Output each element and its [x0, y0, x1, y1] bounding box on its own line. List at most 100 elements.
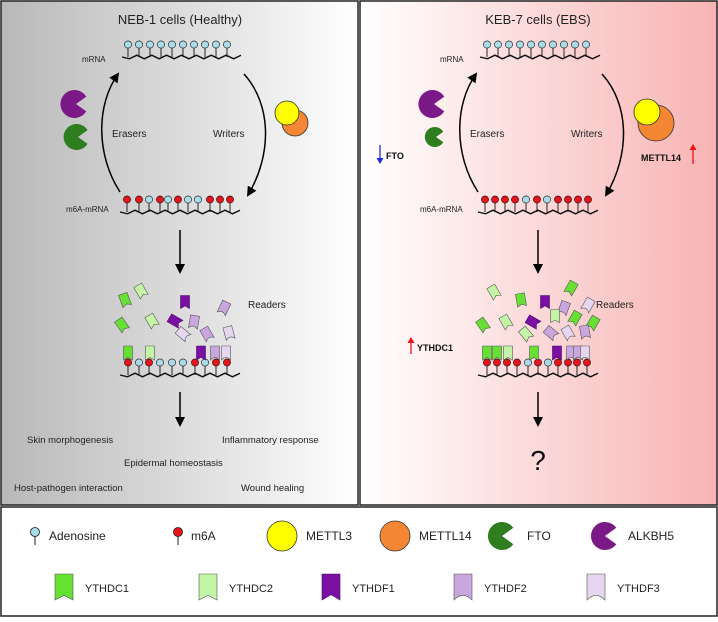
adenosine-icon: [168, 40, 176, 49]
ythdc1-icon: [482, 345, 492, 361]
adenosine-icon: [494, 40, 502, 49]
right-readers-scatter: [475, 279, 601, 343]
m6a-icon: [145, 358, 153, 367]
legend-label-fto: FTO: [527, 529, 551, 543]
adenosine-icon: [179, 358, 187, 367]
ythdf3-icon: [221, 345, 231, 361]
ythdc1-icon: [475, 316, 491, 334]
adenosine-icon: [212, 40, 220, 49]
adenosine-icon: [156, 358, 164, 367]
m6a-icon: [533, 195, 541, 204]
legend-label-ythdf3: YTHDF3: [617, 583, 660, 595]
ythdc2-icon: [144, 312, 160, 330]
ythdc1-icon: [567, 309, 583, 327]
legend-label-m6a: m6A: [191, 529, 216, 543]
m6a-icon: [574, 195, 582, 204]
m6a-icon: [483, 358, 491, 367]
adenosine-icon: [522, 195, 530, 204]
outcome-epidermal-homeostasis: Epidermal homeostasis: [124, 458, 223, 469]
outcome-skin-morphogenesis: Skin morphogenesis: [27, 435, 113, 446]
m6a-icon: [501, 195, 509, 204]
legend-label-adenosine: Adenosine: [49, 529, 106, 543]
right-m6a-strand: [477, 195, 599, 215]
ythdc1-icon: [492, 345, 502, 361]
ythdf2-icon: [199, 325, 215, 343]
m6a-icon: [554, 195, 562, 204]
left-readers-scatter: [114, 282, 236, 343]
m6a-icon: [216, 195, 224, 204]
ythdf1-icon: [321, 573, 341, 601]
rna-backbone: [119, 209, 241, 215]
right-fto-icon: [424, 127, 444, 148]
m6a-icon: [511, 195, 519, 204]
ythdc1-icon: [529, 345, 539, 361]
ythdc2-icon: [198, 573, 218, 601]
left-mettl3-icon: [274, 100, 300, 126]
ythdc2-icon: [498, 313, 514, 331]
adenosine-icon: [179, 40, 187, 49]
adenosine-icon: [483, 40, 491, 49]
adenosine-icon: [190, 40, 198, 49]
ythdc1-up-arrow-icon: [407, 337, 415, 354]
m6a-icon: [206, 195, 214, 204]
left-mrna-label: mRNA: [82, 55, 106, 64]
adenosine-icon: [571, 40, 579, 49]
right-reader-strand: [477, 345, 599, 378]
mettl3-icon: [266, 520, 298, 552]
right-erasers-label: Erasers: [470, 129, 504, 140]
ythdf2-icon: [542, 324, 560, 342]
ythdf3-icon: [560, 324, 576, 342]
adenosine-icon: [194, 195, 202, 204]
legend-label-ythdf1: YTHDF1: [352, 583, 395, 595]
ythdf1-icon: [180, 295, 190, 310]
left-m6a-strand: [119, 195, 241, 215]
m6a-icon: [564, 358, 572, 367]
m6a-icon: [513, 358, 521, 367]
right-m6a-mrna-group: m6A-mRNA: [420, 195, 599, 215]
left-writers-label: Writers: [213, 129, 244, 140]
right-panel-title: KEB-7 cells (EBS): [485, 12, 590, 27]
ythdc1-icon: [118, 291, 132, 309]
left-m6a-mrna-label: m6A-mRNA: [66, 205, 109, 214]
m6a-icon: [584, 195, 592, 204]
adenosine-icon: [184, 195, 192, 204]
m6a-icon: [173, 527, 183, 537]
ythdf3-icon: [222, 325, 236, 342]
adenosine-icon: [164, 195, 172, 204]
fto-down-arrow-icon: [376, 145, 384, 164]
ythdf3-icon: [586, 573, 606, 601]
adenosine-icon: [524, 358, 532, 367]
ythdc2-icon: [145, 345, 155, 361]
m6a-icon: [212, 358, 220, 367]
adenosine-icon: [30, 527, 40, 537]
adenosine-icon: [527, 40, 535, 49]
left-mrna-strand: [121, 40, 242, 60]
left-fto-icon: [63, 124, 88, 151]
left-panel-title: NEB-1 cells (Healthy): [118, 12, 242, 27]
left-erasers-label: Erasers: [112, 129, 146, 140]
ythdf3-icon: [580, 296, 596, 314]
adenosine-icon: [146, 40, 154, 49]
m6a-icon: [174, 195, 182, 204]
rna-backbone: [477, 209, 599, 215]
ythdf3-icon: [174, 325, 192, 343]
outcome-wound-healing: Wound healing: [241, 483, 304, 494]
ythdc1-icon: [54, 573, 74, 601]
fto-icon: [487, 522, 514, 550]
outcome-host-pathogen-interaction: Host-pathogen interaction: [14, 483, 123, 494]
legend-label-ythdc1: YTHDC1: [85, 583, 129, 595]
legend-label-mettl3: METTL3: [306, 529, 352, 543]
mettl14-up-arrow-icon: [689, 144, 697, 164]
ythdc2-icon: [503, 345, 513, 361]
right-mettl3-icon: [633, 98, 661, 126]
ythdc1-icon: [123, 345, 133, 361]
legend-mettl3: METTL3: [266, 520, 352, 552]
adenosine-icon: [124, 40, 132, 49]
adenosine-icon: [135, 358, 143, 367]
ythdc2-icon: [550, 309, 560, 323]
right-mrna-strand: [479, 40, 601, 60]
ythdf2-icon: [216, 299, 232, 317]
adenosine-icon: [582, 40, 590, 49]
